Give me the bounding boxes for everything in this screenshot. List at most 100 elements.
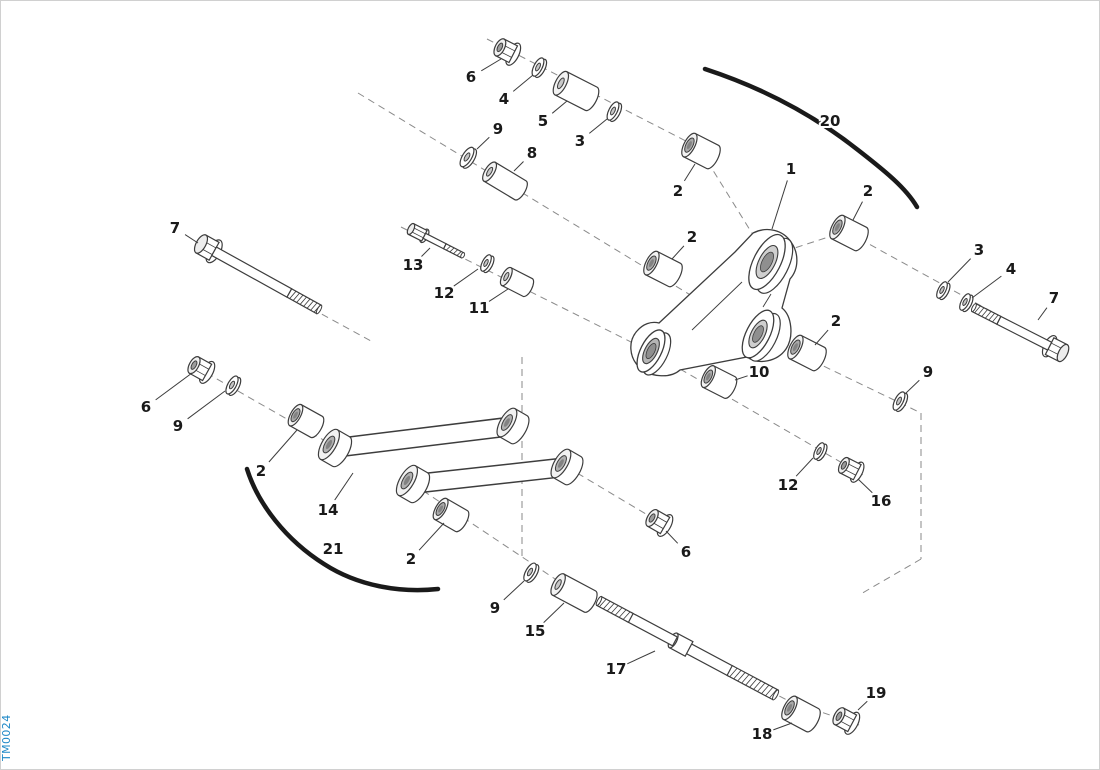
callout-label-5: 5 [538, 112, 548, 130]
callout-leader [421, 247, 431, 257]
callout-leader [513, 161, 524, 172]
bracket-layer [244, 66, 920, 593]
callout-leader [671, 245, 685, 260]
part-washer [225, 375, 242, 397]
callout-label-11: 11 [469, 299, 490, 317]
callout-label-18: 18 [752, 725, 773, 743]
callout-leader [155, 372, 193, 401]
callout-leader [476, 136, 490, 150]
callout-label-12: 12 [778, 476, 799, 494]
part-rocker-linkage [630, 228, 798, 377]
part-spacer-sleeve [550, 573, 598, 613]
callout-leader [773, 722, 793, 731]
callout-leader [503, 580, 525, 601]
part-needle-bushing [829, 214, 869, 252]
callout-label-2: 2 [831, 312, 841, 330]
callout-label-2: 2 [863, 182, 873, 200]
callout-leader [418, 522, 445, 551]
callout-label-20: 20 [820, 112, 841, 130]
callout-leader [734, 375, 748, 381]
callout-label-4: 4 [1006, 260, 1016, 278]
callout-label-15: 15 [525, 622, 546, 640]
part-washer [480, 254, 495, 274]
callout-label-9: 9 [493, 120, 503, 138]
callout-leader [551, 100, 568, 114]
callout-label-3: 3 [575, 132, 585, 150]
callout-leader [795, 457, 814, 477]
part-flanged-nut [837, 456, 865, 483]
assembly-axis-line [205, 250, 372, 342]
callout-leader [857, 700, 868, 711]
callout-leader [665, 530, 679, 544]
part-flanged-nut [645, 508, 674, 537]
callout-label-2: 2 [673, 182, 683, 200]
callout-label-7: 7 [1049, 289, 1059, 307]
part-link-arm-front [333, 416, 514, 458]
part-hex-bolt [970, 302, 1070, 363]
callout-leader [268, 429, 298, 463]
callout-leader [512, 74, 534, 92]
assembly-axis-line [648, 350, 864, 476]
part-washer [813, 442, 828, 462]
callout-label-2: 2 [406, 550, 416, 568]
part-arm-eye [550, 448, 584, 486]
part-needle-bushing [287, 403, 325, 439]
part-spacer-sleeve [552, 70, 600, 112]
part-spacer-bush [499, 266, 535, 298]
group-bracket-21 [244, 466, 441, 593]
part-needle-bushing [787, 334, 827, 372]
callout-leader [453, 268, 479, 287]
part-hex-bolt [406, 222, 466, 259]
assembly-axis-line [566, 466, 662, 524]
part-washer [459, 146, 478, 169]
callout-label-2: 2 [687, 228, 697, 246]
callout-label-14: 14 [318, 501, 339, 519]
part-flanged-nut [832, 707, 861, 735]
part-washer [523, 562, 540, 584]
assembly-axis-line [357, 92, 754, 334]
callout-leader [971, 275, 1002, 299]
callout-label-19: 19 [866, 684, 887, 702]
part-washer [936, 281, 951, 301]
callout-label-9: 9 [173, 417, 183, 435]
part-arm-eye [395, 464, 431, 504]
callout-label-13: 13 [403, 256, 424, 274]
callout-leader [588, 118, 608, 134]
callout-label-2: 2 [256, 462, 266, 480]
callout-leader [947, 258, 972, 283]
callout-leader [1037, 307, 1048, 321]
callout-label-9: 9 [923, 363, 933, 381]
group-bracket-20 [702, 66, 920, 210]
part-washer [892, 391, 909, 413]
callout-leader [481, 58, 502, 72]
callout-label-16: 16 [871, 492, 892, 510]
callout-leader [771, 180, 788, 230]
part-needle-bushing [643, 250, 683, 288]
callout-label-8: 8 [527, 144, 537, 162]
assembly-axis-line [848, 232, 1064, 352]
callout-label-3: 3 [974, 241, 984, 259]
part-washer [531, 57, 548, 79]
callout-leader [857, 478, 873, 494]
callout-leader [814, 329, 829, 346]
callout-label-9: 9 [490, 599, 500, 617]
part-washer [959, 293, 974, 313]
callout-label-12: 12 [434, 284, 455, 302]
callout-label-10: 10 [749, 363, 770, 381]
callout-label-6: 6 [466, 68, 476, 86]
callout-leader [543, 602, 565, 624]
part-needle-bushing [432, 497, 470, 533]
part-hex-bolt [193, 234, 323, 315]
parts-layer [187, 38, 1070, 735]
part-pivot-bolt [595, 595, 780, 701]
callout-label-21: 21 [323, 540, 344, 558]
callout-label-1: 1 [786, 160, 796, 178]
part-arm-eye [496, 407, 530, 445]
part-bushing [700, 365, 738, 399]
callout-label-6: 6 [141, 398, 151, 416]
callout-leader [334, 472, 354, 501]
assembly-axis-line [486, 38, 722, 160]
